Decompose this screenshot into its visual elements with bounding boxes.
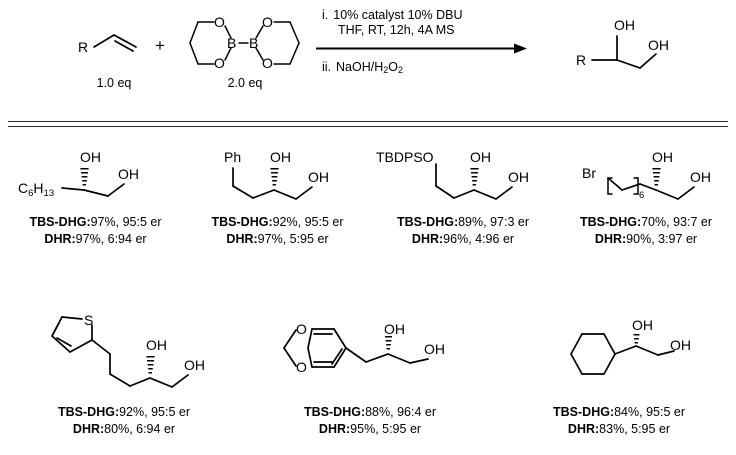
- hexyl-diol-caption: TBS-DHG:97%, 95:5 er DHR:97%, 6:94 er: [8, 214, 183, 248]
- product-oh-primary-label: OH: [648, 37, 669, 53]
- ph-caption-row-2: DHR:97%, 5:95 er: [226, 232, 329, 246]
- hexyl-oh-primary-label: OH: [118, 166, 139, 182]
- benzodioxole-caption-row-1: TBS-DHG:88%, 96:4 er: [304, 405, 436, 419]
- boron-left-label: B: [227, 35, 236, 51]
- cyclohexyl-caption-row-2: DHR:83%, 5:95 er: [567, 422, 671, 436]
- substrate-alkene-structure: R: [78, 28, 150, 66]
- phenylethyl-diol-caption: TBS-DHG:92%, 95:5 er DHR:97%, 5:95 er: [190, 214, 365, 248]
- tbdpso-oh-primary-label: OH: [508, 169, 529, 185]
- bromoalkyl-diol-structure: Br OH OH 6: [582, 146, 736, 208]
- oxygen-bottom-left-label: O: [214, 55, 225, 71]
- conditions-step-one: i. 10% catalyst 10% DBU THF, RT, 12h, 4A…: [322, 8, 462, 38]
- reagent-equivalents: 2.0 eq: [227, 76, 263, 90]
- reaction-arrow: [316, 42, 528, 56]
- cyclohexyl-oh-secondary-label: OH: [632, 317, 653, 333]
- thienyl-oh-primary-label: OH: [184, 357, 205, 373]
- bromoalkyl-diol-caption: TBS-DHG:70%, 93:7 er DHR:90%, 3:97 er: [558, 214, 734, 248]
- ph-stereo-hash-bond: [270, 168, 279, 186]
- step-i-line-2: THF, RT, 12h, 4A MS: [338, 23, 455, 37]
- thienyl-stereo-hash-bond: [146, 356, 155, 374]
- benzodioxole-oxygen-bottom-label: O: [296, 359, 307, 375]
- step-ii-marker: ii.: [322, 60, 332, 74]
- br-caption-row-2: DHR:90%, 3:97 er: [594, 232, 698, 246]
- cyclohexyl-diol-caption: TBS-DHG:84%, 95:5 er DHR:83%, 5:95 er: [508, 404, 730, 438]
- tbdpso-caption-row-2: DHR:96%, 4:96 er: [411, 232, 515, 246]
- benzodioxole-diol-caption: TBS-DHG:88%, 96:4 er DHR:95%, 5:95 er: [256, 404, 484, 438]
- step-i-marker: i.: [322, 8, 329, 22]
- step-i-line-1: 10% catalyst 10% DBU: [333, 8, 463, 22]
- oxygen-top-right-label: O: [262, 14, 273, 30]
- ph-oh-primary-label: OH: [308, 169, 329, 185]
- boron-right-label: B: [249, 35, 258, 51]
- reaction-scheme-top: R 1.0 eq + B B O O O O: [0, 0, 736, 112]
- step-ii-formula: NaOH/H2O2: [336, 60, 404, 75]
- oxygen-top-left-label: O: [214, 14, 225, 30]
- hexyl-diol-structure: C6H13 OH OH: [18, 146, 168, 208]
- hexyl-caption-row-1: TBS-DHG:97%, 95:5 er: [29, 215, 162, 229]
- phenylethyl-diol-structure: Ph OH OH: [208, 146, 358, 208]
- thiophene-sulfur-label: S: [84, 312, 93, 328]
- generic-product-structure: OH OH R: [572, 12, 682, 76]
- diboron-reagent-structure: B B O O O O: [186, 12, 304, 74]
- benzodioxole-diol-structure: O O OH OH: [278, 316, 478, 388]
- cyclohexyl-oh-primary-label: OH: [670, 337, 691, 353]
- ph-oh-secondary-label: OH: [270, 149, 291, 165]
- br-substituent-label: Br: [582, 165, 596, 181]
- cyclohexyl-stereo-hash-bond: [633, 334, 640, 344]
- br-stereo-hash-bond: [652, 168, 661, 186]
- br-bracket-right: [633, 177, 639, 195]
- thienyl-diol-caption: TBS-DHG:92%, 95:5 er DHR:80%, 6:94 er: [14, 404, 234, 438]
- tbdpso-oh-secondary-label: OH: [470, 149, 491, 165]
- hexyl-oh-secondary-label: OH: [80, 149, 101, 165]
- br-bracket-left: [607, 177, 613, 195]
- tbdpso-caption-row-1: TBS-DHG:89%, 97:3 er: [397, 215, 529, 229]
- tbdpso-diol-structure: TBDPSO OH OH: [376, 146, 556, 208]
- br-caption-row-1: TBS-DHG:70%, 93:7 er: [580, 215, 712, 229]
- thienyl-oh-secondary-label: OH: [146, 337, 167, 353]
- tbdpso-stereo-hash-bond: [470, 168, 479, 186]
- ph-caption-row-1: TBS-DHG:92%, 95:5 er: [211, 215, 344, 229]
- cyclohexyl-caption-row-1: TBS-DHG:84%, 95:5 er: [553, 405, 685, 419]
- product-r-label: R: [576, 52, 586, 68]
- br-oh-primary-label: OH: [690, 169, 711, 185]
- br-chain-subscript: 6: [639, 190, 644, 201]
- divider-rule-bottom: [8, 126, 728, 127]
- product-oh-secondary-label: OH: [614, 17, 635, 33]
- oxygen-bottom-right-label: O: [262, 55, 273, 71]
- thienyl-caption-row-1: TBS-DHG:92%, 95:5 er: [58, 405, 190, 419]
- ph-substituent-label: Ph: [224, 149, 241, 165]
- hexyl-stereo-hash-bond: [80, 168, 89, 186]
- benzodioxole-caption-row-2: DHR:95%, 5:95 er: [318, 422, 422, 436]
- benzodioxole-oh-secondary-label: OH: [384, 321, 405, 337]
- divider-rule-top: [8, 121, 728, 122]
- tbdpso-substituent-label: TBDPSO: [376, 149, 434, 165]
- hexyl-substituent-label: C6H13: [18, 180, 54, 199]
- plus-sign: +: [155, 36, 165, 55]
- br-oh-secondary-label: OH: [652, 149, 673, 165]
- benzodioxole-oxygen-top-label: O: [296, 321, 307, 337]
- substrate-r-label: R: [78, 39, 88, 55]
- tbdpso-diol-caption: TBS-DHG:89%, 97:3 er DHR:96%, 4:96 er: [368, 214, 558, 248]
- thienyl-diol-structure: S OH OH: [48, 306, 228, 398]
- thienyl-caption-row-2: DHR:80%, 6:94 er: [72, 422, 176, 436]
- cyclohexyl-diol-structure: OH OH: [558, 316, 728, 392]
- benzodioxole-stereo-hash-bond: [385, 336, 392, 350]
- hexyl-caption-row-2: DHR:97%, 6:94 er: [44, 232, 147, 246]
- substrate-equivalents: 1.0 eq: [96, 76, 132, 90]
- conditions-step-two: ii. NaOH/H2O2: [322, 60, 403, 78]
- benzodioxole-oh-primary-label: OH: [424, 341, 445, 357]
